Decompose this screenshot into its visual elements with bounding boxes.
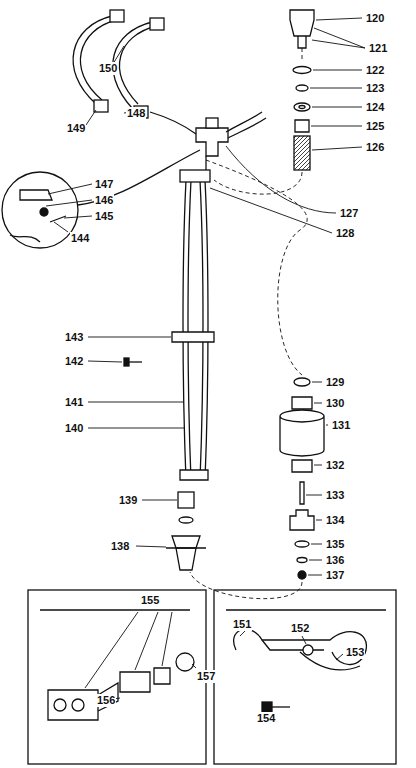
callout-number: 147 <box>94 178 114 191</box>
callout-number: 155 <box>140 594 160 607</box>
callout-number: 135 <box>325 538 345 551</box>
callout-number: 143 <box>64 331 84 344</box>
callout-number: 145 <box>94 210 114 223</box>
callout-number: 138 <box>110 540 130 553</box>
callout-number: 150 <box>98 62 118 75</box>
callout-number: 129 <box>325 376 345 389</box>
callout-number: 130 <box>325 397 345 410</box>
callout-number: 131 <box>331 419 351 432</box>
callout-number: 140 <box>64 422 84 435</box>
parts <box>2 10 396 764</box>
callout-number: 134 <box>325 514 345 527</box>
callout-number: 157 <box>196 670 216 683</box>
callout-number: 125 <box>365 120 385 133</box>
callout-number: 141 <box>64 396 84 409</box>
callout-number: 121 <box>368 42 388 55</box>
callout-number: 142 <box>64 355 84 368</box>
callout-number: 154 <box>256 712 276 725</box>
leader-lines <box>46 18 365 712</box>
callout-number: 137 <box>325 569 345 582</box>
callout-number: 128 <box>335 227 355 240</box>
callout-number: 139 <box>118 494 138 507</box>
callout-number: 149 <box>66 122 86 135</box>
callout-number: 127 <box>339 207 359 220</box>
callout-number: 153 <box>345 646 365 659</box>
callout-number: 124 <box>365 101 385 114</box>
callout-number: 120 <box>365 12 385 25</box>
callout-number: 132 <box>325 459 345 472</box>
callout-number: 126 <box>365 141 385 154</box>
callout-number: 146 <box>94 194 114 207</box>
callout-number: 133 <box>325 489 345 502</box>
callout-number: 148 <box>126 107 146 120</box>
callout-number: 144 <box>70 232 90 245</box>
callout-number: 152 <box>290 622 310 635</box>
callout-number: 156 <box>96 694 116 707</box>
callout-number: 136 <box>325 554 345 567</box>
callout-number: 151 <box>232 618 252 631</box>
callout-number: 123 <box>365 82 385 95</box>
callout-number: 122 <box>365 64 385 77</box>
